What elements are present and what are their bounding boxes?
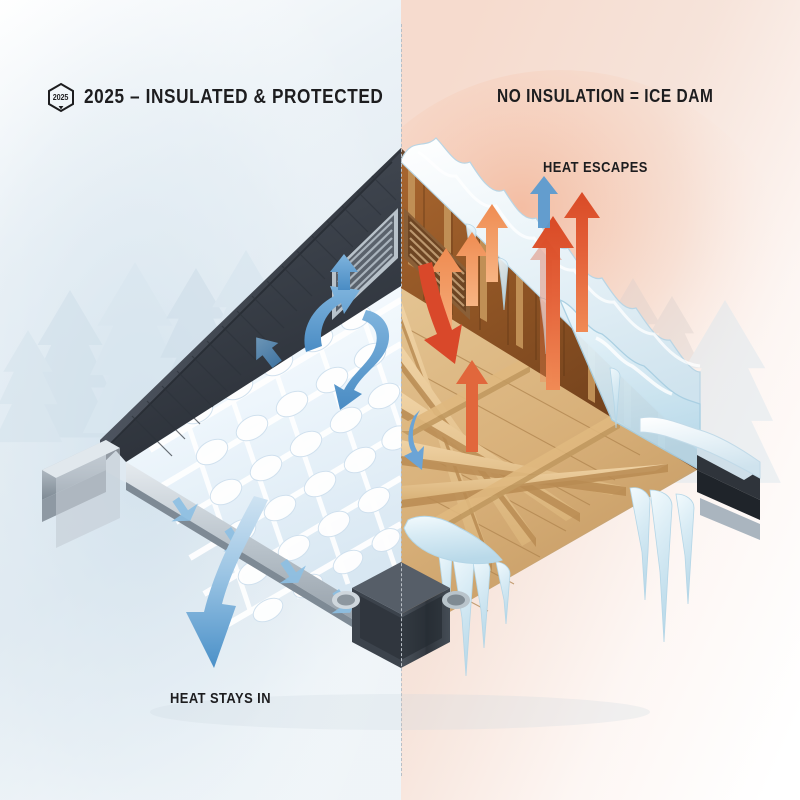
left-panel-title: 2025 – INSULATED & PROTECTED — [84, 86, 384, 108]
heat-down-arrow — [418, 262, 462, 364]
shingle-roof-left — [110, 152, 401, 462]
heat-escape-arrows — [404, 176, 600, 470]
icicles — [437, 223, 695, 677]
circulation-arrow-1 — [304, 286, 360, 352]
insulation-field — [126, 276, 401, 633]
ground-shadow — [150, 694, 650, 730]
warm-arrow-low — [456, 360, 488, 452]
heat-stays-in-callout: HEAT STAYS IN — [170, 690, 271, 707]
eave-gutter-right — [639, 416, 761, 540]
joist-blocking-right — [401, 360, 620, 532]
insulation-batts — [182, 305, 401, 623]
eave-ice-mass — [403, 515, 503, 565]
circulation-arrow-2 — [334, 310, 390, 410]
heat-escapes-callout: HEAT ESCAPES — [543, 159, 648, 176]
cool-return-arrow — [404, 410, 424, 470]
warm-arrow-3 — [476, 204, 508, 282]
cool-air-circulation-arrows — [256, 254, 390, 410]
cool-arrow-escape — [530, 176, 558, 228]
year-badge: 2025 — [44, 81, 77, 114]
shingle-tabs — [131, 175, 397, 457]
warm-arrow-1 — [430, 248, 462, 352]
hexagon-badge-icon — [48, 82, 74, 113]
uninsulated-attic-assembly — [401, 137, 761, 677]
hot-arrow-right — [564, 192, 600, 332]
circulation-arrow-up — [330, 254, 358, 290]
heat-stays-in-arrow — [186, 496, 268, 668]
hot-arrow-big — [532, 216, 574, 390]
center-divider — [401, 24, 402, 776]
right-panel-title: NO INSULATION = ICE DAM — [497, 86, 714, 106]
insulated-attic-assembly — [42, 148, 401, 668]
warm-arrow-2 — [456, 232, 488, 306]
gutter-end-left — [332, 591, 360, 609]
year-badge-label: 2025 — [52, 93, 69, 102]
gutter-end-right — [442, 591, 470, 609]
